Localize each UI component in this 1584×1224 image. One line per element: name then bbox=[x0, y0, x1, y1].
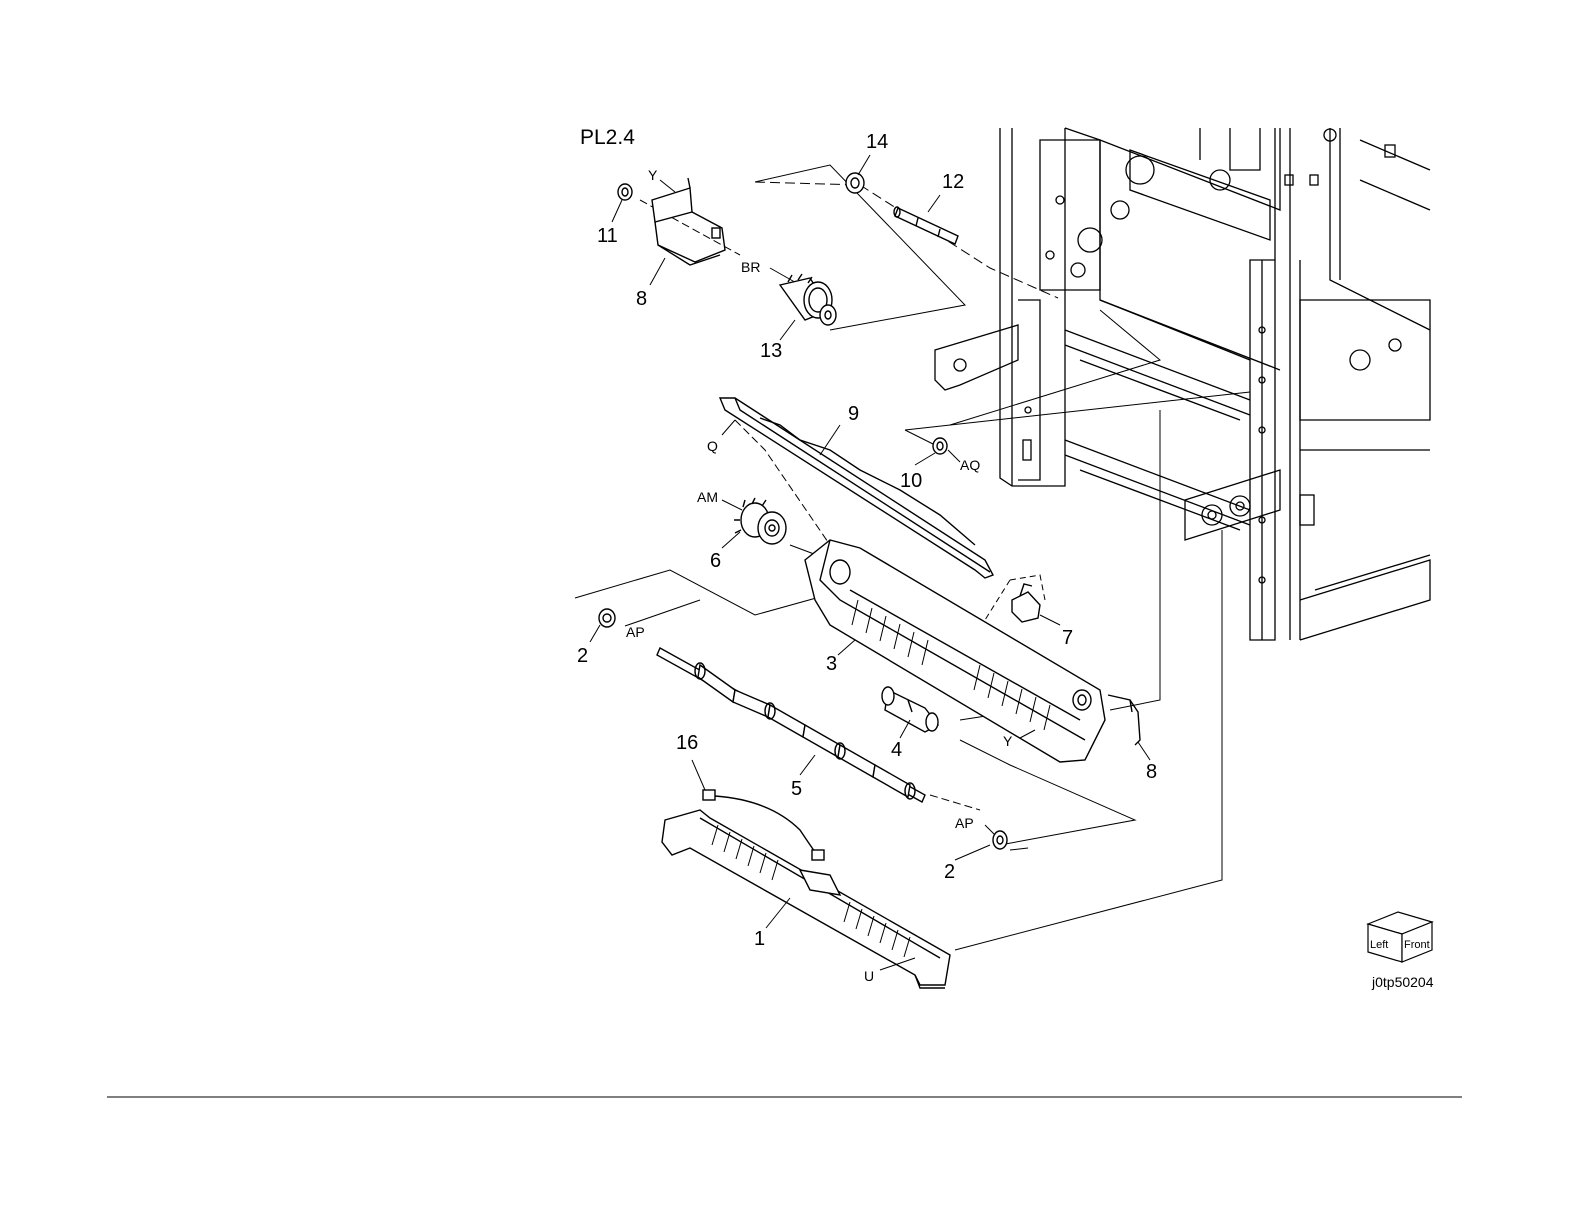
callout-5: 5 bbox=[791, 778, 802, 800]
part-2-bearing-upper bbox=[599, 609, 615, 627]
callout-7: 7 bbox=[1062, 627, 1073, 649]
cube-left-label: Left bbox=[1370, 939, 1388, 951]
part-2-bearing-lower bbox=[993, 831, 1007, 849]
ref-q: Q bbox=[707, 438, 718, 454]
callout-1: 1 bbox=[754, 928, 765, 950]
callout-9: 8 bbox=[636, 288, 647, 310]
callout-10: 9 bbox=[848, 403, 859, 425]
callout-4: 4 bbox=[891, 739, 902, 761]
ref-u: U bbox=[864, 968, 874, 984]
part-14-clutch-gear bbox=[780, 274, 836, 325]
cube-front-label: Front bbox=[1404, 939, 1430, 951]
part-3-guide-assembly bbox=[805, 540, 1105, 762]
callout-8: 8 bbox=[1146, 761, 1157, 783]
ref-aq: AQ bbox=[960, 457, 980, 473]
callout-12: 11 bbox=[597, 225, 618, 247]
ref-br: BR bbox=[741, 259, 760, 275]
callout-2-upper: 2 bbox=[577, 645, 588, 667]
part-7-sensor bbox=[1012, 584, 1040, 622]
part-8-spring-clip bbox=[1108, 695, 1140, 745]
callout-2-lower: 2 bbox=[944, 861, 955, 883]
part-9-bracket bbox=[652, 178, 725, 265]
callout-11: 10 bbox=[900, 470, 922, 492]
part-12-bearing bbox=[618, 184, 632, 200]
plate-title: PL2.4 bbox=[580, 126, 635, 149]
part-13-shaft bbox=[894, 207, 958, 244]
ref-ap-upper: AP bbox=[626, 624, 645, 640]
ref-y-top: Y bbox=[648, 167, 658, 183]
part-6-gear bbox=[734, 498, 786, 544]
callout-16: 16 bbox=[676, 732, 698, 754]
ref-ap-lower: AP bbox=[955, 815, 974, 831]
callout-6: 6 bbox=[710, 550, 721, 572]
ref-am: AM bbox=[697, 489, 718, 505]
part-11-bearing bbox=[933, 438, 947, 454]
callout-13: 12 bbox=[942, 171, 964, 193]
orientation-cube: Left Front bbox=[1368, 912, 1432, 962]
part-4-pinch-roller bbox=[882, 687, 938, 732]
ref-y-lower: Y bbox=[1003, 733, 1013, 749]
callout-14: 13 bbox=[760, 340, 782, 362]
part-15-bearing bbox=[846, 173, 864, 193]
callout-15: 14 bbox=[866, 131, 888, 153]
callout-3: 3 bbox=[826, 653, 837, 675]
machine-frame bbox=[935, 128, 1430, 640]
drawing-code: j0tp50204 bbox=[1371, 974, 1434, 990]
